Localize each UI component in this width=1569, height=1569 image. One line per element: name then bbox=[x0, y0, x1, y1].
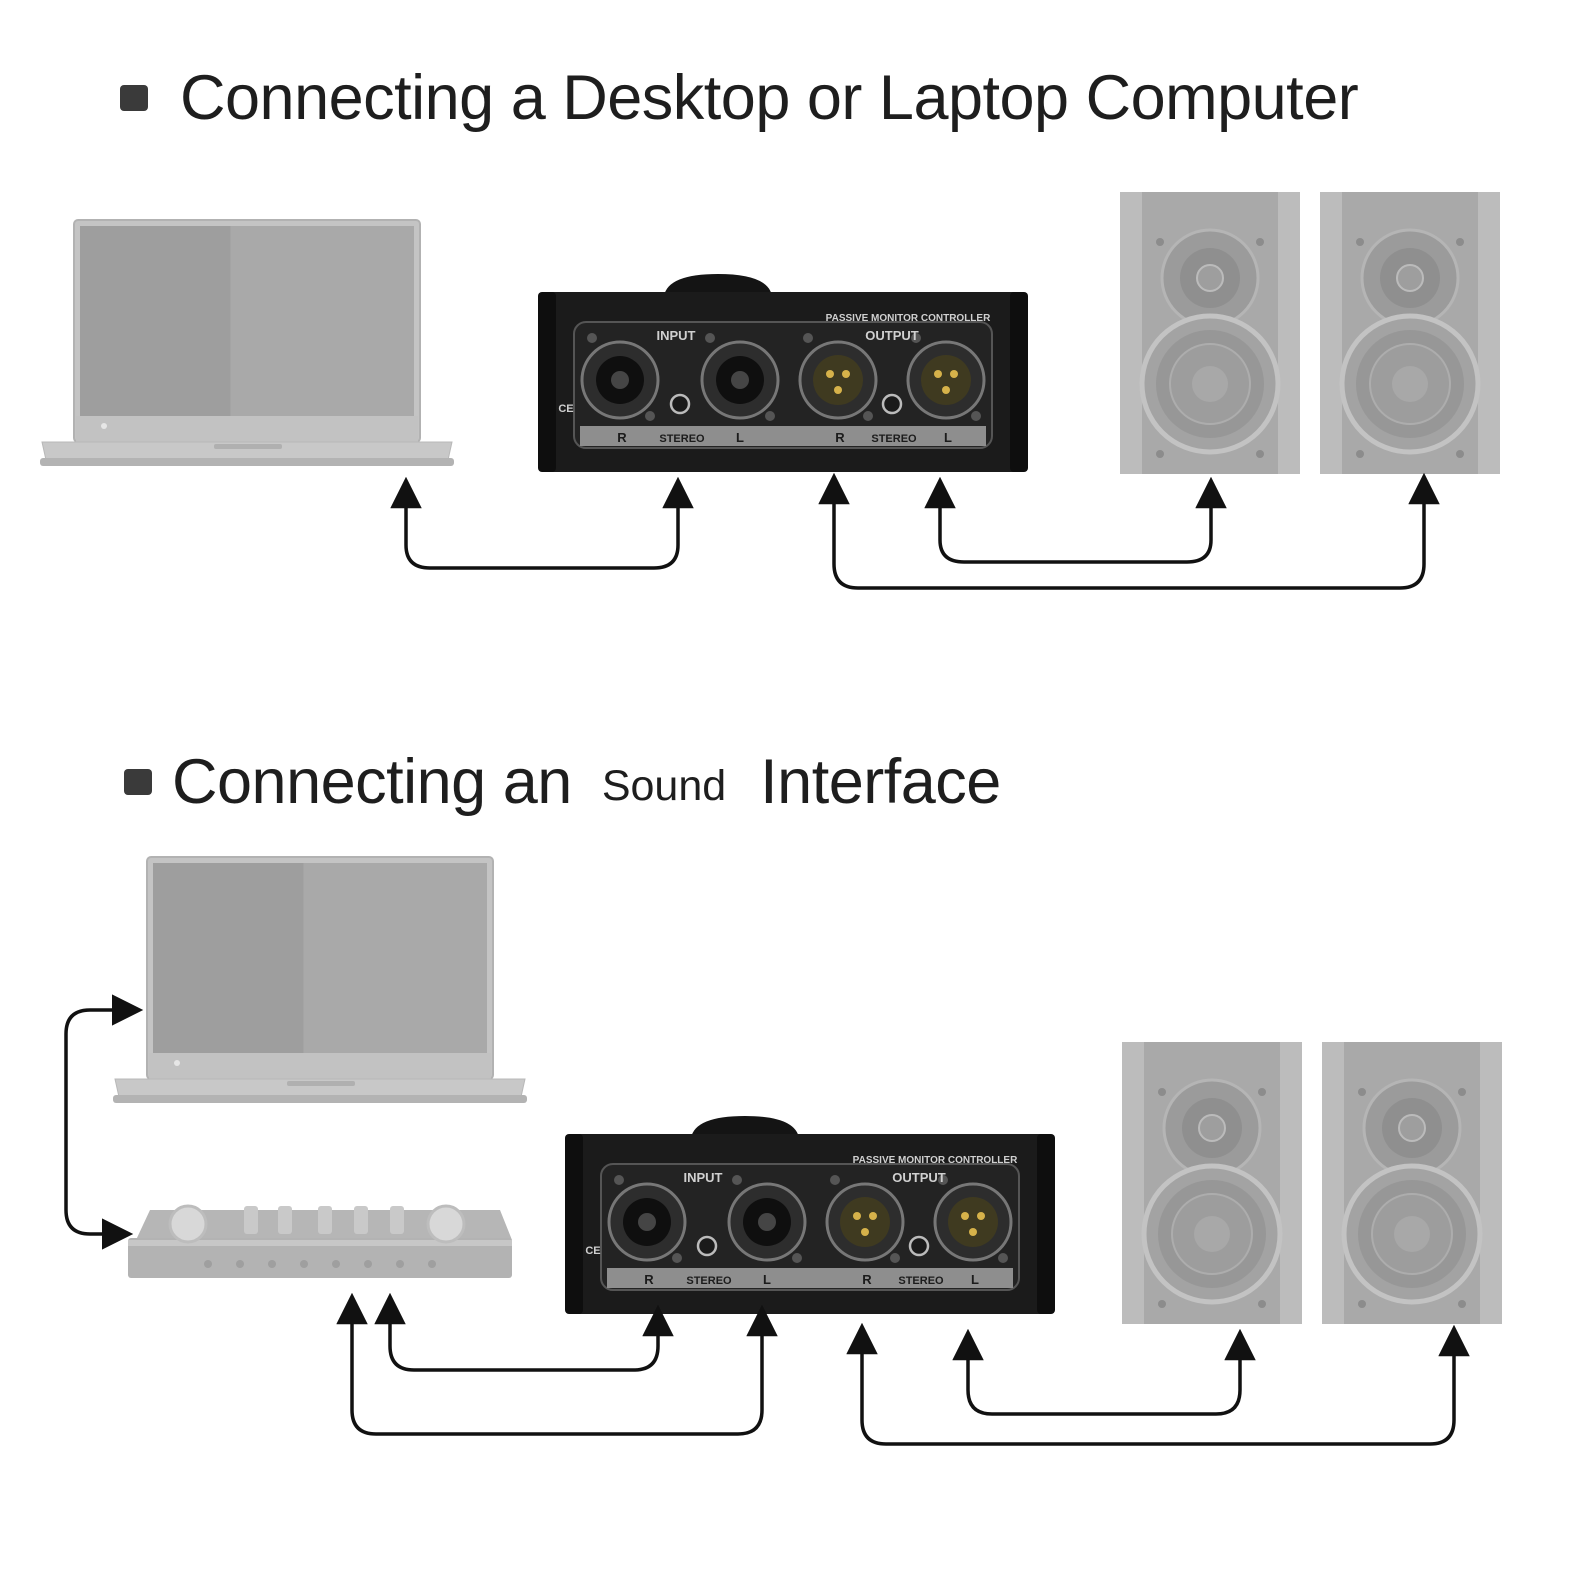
brand-label: PASSIVE MONITOR CONTROLLER bbox=[853, 1155, 1018, 1166]
connection-arrows-section1 bbox=[390, 472, 1440, 590]
output-left-label: L bbox=[971, 1272, 979, 1287]
input-label: INPUT bbox=[657, 328, 696, 343]
output-left-label: L bbox=[944, 430, 952, 445]
interface-to-input-r-cable bbox=[374, 1292, 674, 1372]
ce-mark: CE bbox=[585, 1245, 600, 1257]
output-label: OUTPUT bbox=[865, 328, 919, 343]
brand-label: PASSIVE MONITOR CONTROLLER bbox=[826, 313, 991, 324]
monitor-controller: PASSIVE MONITOR CONTROLLER INPUT OUTPUT … bbox=[538, 274, 1028, 472]
section2-title-part3: Interface bbox=[760, 747, 1001, 817]
section1-heading: Connecting a Desktop or Laptop Computer bbox=[120, 62, 1359, 134]
section2-title-part2: Sound bbox=[601, 761, 727, 810]
section2-heading: Connecting an Sound Interface bbox=[124, 746, 1001, 818]
laptop-computer bbox=[39, 219, 455, 467]
speaker-left bbox=[1320, 192, 1500, 474]
input-stereo-label: STEREO bbox=[659, 433, 705, 445]
connection-arrows-section2 bbox=[64, 994, 1470, 1446]
section1-title: Connecting a Desktop or Laptop Computer bbox=[180, 63, 1359, 133]
input-left-label: L bbox=[736, 430, 744, 445]
output-l-to-speaker-cable bbox=[952, 1328, 1256, 1416]
ce-mark: CE bbox=[558, 403, 573, 415]
output-r-to-speaker-cable bbox=[846, 1322, 1470, 1446]
input-label: INPUT bbox=[684, 1170, 723, 1185]
speaker-right bbox=[1120, 192, 1300, 474]
monitor-controller: PASSIVE MONITOR CONTROLLER INPUT OUTPUT … bbox=[565, 1116, 1055, 1314]
sound-interface bbox=[128, 1204, 512, 1278]
bullet-icon bbox=[124, 769, 152, 795]
laptop-to-interface-cable bbox=[64, 994, 144, 1250]
bullet-icon bbox=[120, 85, 148, 111]
output-l-to-speaker-cable bbox=[924, 476, 1227, 564]
output-right-label: R bbox=[835, 430, 845, 445]
section2-title-part1: Connecting an bbox=[172, 747, 572, 817]
input-right-label: R bbox=[644, 1272, 654, 1287]
output-stereo-label: STEREO bbox=[898, 1275, 944, 1287]
input-stereo-label: STEREO bbox=[686, 1275, 732, 1287]
input-right-label: R bbox=[617, 430, 627, 445]
laptop-computer bbox=[112, 856, 528, 1104]
output-stereo-label: STEREO bbox=[871, 433, 917, 445]
output-label: OUTPUT bbox=[892, 1170, 946, 1185]
speaker-right bbox=[1122, 1042, 1302, 1324]
laptop-to-input-cable bbox=[390, 476, 694, 570]
speaker-left bbox=[1322, 1042, 1502, 1324]
output-r-to-speaker-cable bbox=[818, 472, 1440, 590]
interface-to-input-l-cable bbox=[336, 1292, 778, 1436]
input-left-label: L bbox=[763, 1272, 771, 1287]
output-right-label: R bbox=[862, 1272, 872, 1287]
